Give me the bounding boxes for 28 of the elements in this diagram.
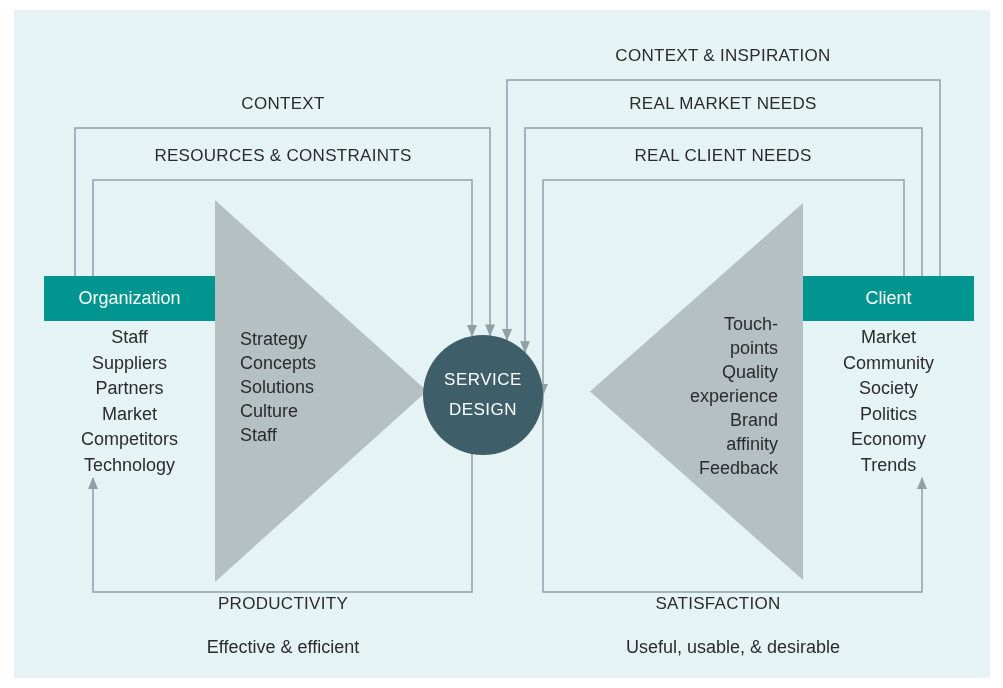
funnel-item: Staff [240,424,278,447]
arrow [92,179,477,337]
factor-list: Staff Suppliers Partners Market Competitors Technology [44,321,215,478]
funnel-item: Solutions [240,376,316,399]
arrow [74,127,495,337]
edge-label: REAL CLIENT NEEDS [634,146,812,166]
stakeholder-bar: Organization [44,276,215,321]
stakeholder-bar: Client [803,276,974,321]
funnel-item: Brand affinity [725,409,778,456]
funnel-triangle [590,203,803,580]
funnel-item: Quality experience [688,361,778,408]
arrow [502,79,941,341]
funnel-item: Concepts [240,352,318,375]
edge-label: CONTEXT [241,94,325,114]
outcome-note: Effective & efficient [206,637,360,658]
outcome-note: Useful, usable, & desirable [625,637,841,658]
edge-label: PRODUCTIVITY [217,594,349,614]
arrow [520,127,923,354]
funnel-item: Strategy [240,328,309,351]
edge-label: REAL MARKET NEEDS [629,94,817,114]
funnel-item: Culture [240,400,300,423]
arrow [88,453,473,593]
edge-label: SATISFACTION [655,594,781,614]
edge-label: CONTEXT & INSPIRATION [615,46,831,66]
edge-label: RESOURCES & CONSTRAINTS [154,146,412,166]
funnel-item: Touch-points [722,313,778,360]
funnel-item: Feedback [697,457,778,480]
factor-list: Market Community Society Politics Economy Trends [803,321,974,478]
